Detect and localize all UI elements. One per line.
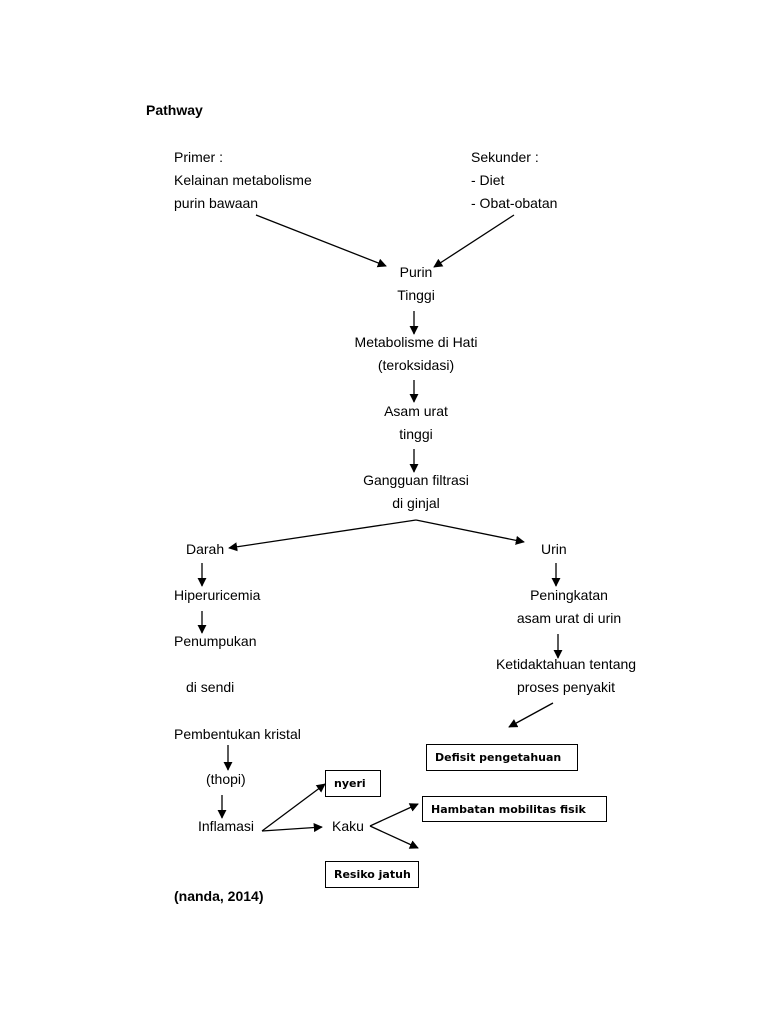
node-asam-urat-line-1: Asam urat	[384, 403, 448, 419]
node-ketidaktahuan-line-2: proses penyakit	[516, 679, 616, 695]
node-pembentukan-kristal: Pembentukan kristal	[174, 726, 301, 742]
node-thopi: (thopi)	[206, 771, 246, 787]
arrow-gangguan-to-darah	[228, 519, 417, 552]
arrow-primer-to-purin	[255, 214, 387, 268]
secondary-heading: Sekunder :	[471, 149, 539, 165]
node-ketidaktahuan-line-1: Ketidaktahuan tentang	[495, 656, 637, 672]
diagnosis-defisit-pengetahuan: Defisit pengetahuan	[426, 744, 578, 771]
node-urin: Urin	[541, 541, 567, 557]
node-purin-line-2: Tinggi	[397, 287, 435, 303]
node-gangguan-line-1: Gangguan filtrasi	[363, 472, 469, 488]
primary-line-2: purin bawaan	[174, 195, 259, 211]
citation: (nanda, 2014)	[174, 888, 264, 904]
node-penumpukan: Penumpukan	[174, 633, 257, 649]
node-asam-urat-line-2: tinggi	[399, 426, 433, 442]
node-darah: Darah	[186, 541, 225, 557]
arrow-kaku-to-resiko	[369, 825, 419, 849]
secondary-line-2: - Obat-obatan	[471, 195, 558, 211]
node-metabolisme-line-1: Metabolisme di Hati	[354, 334, 478, 350]
arrow-inflamasi-to-nyeri	[261, 783, 326, 832]
node-metabolisme-line-2: (teroksidasi)	[377, 357, 455, 373]
node-peningkatan-line-1: Peningkatan	[530, 587, 608, 603]
node-inflamasi: Inflamasi	[198, 818, 255, 834]
node-peningkatan-line-2: asam urat di urin	[516, 610, 622, 626]
primary-heading: Primer :	[174, 149, 223, 165]
node-purin-line-1: Purin	[399, 264, 433, 280]
page-title: Pathway	[146, 102, 203, 118]
diagnosis-nyeri: nyeri	[325, 770, 381, 797]
diagnosis-hambatan-mobilitas: Hambatan mobilitas fisik	[422, 796, 607, 822]
diagnosis-resiko-jatuh: Resiko jatuh	[325, 861, 419, 888]
arrow-gangguan-to-urin	[415, 519, 525, 545]
arrow-sekunder-to-purin	[433, 214, 515, 268]
node-di-sendi: di sendi	[186, 679, 235, 695]
arrow-kaku-to-hambatan	[369, 803, 419, 827]
node-hiperuricemia: Hiperuricemia	[174, 587, 261, 603]
arrow-ketidaktahuan-to-defisit	[508, 702, 554, 728]
primary-line-1: Kelainan metabolisme	[174, 172, 312, 188]
node-gangguan-line-2: di ginjal	[392, 495, 440, 511]
node-kaku: Kaku	[332, 818, 364, 834]
arrow-inflamasi-to-kaku	[261, 823, 323, 833]
secondary-line-1: - Diet	[471, 172, 505, 188]
